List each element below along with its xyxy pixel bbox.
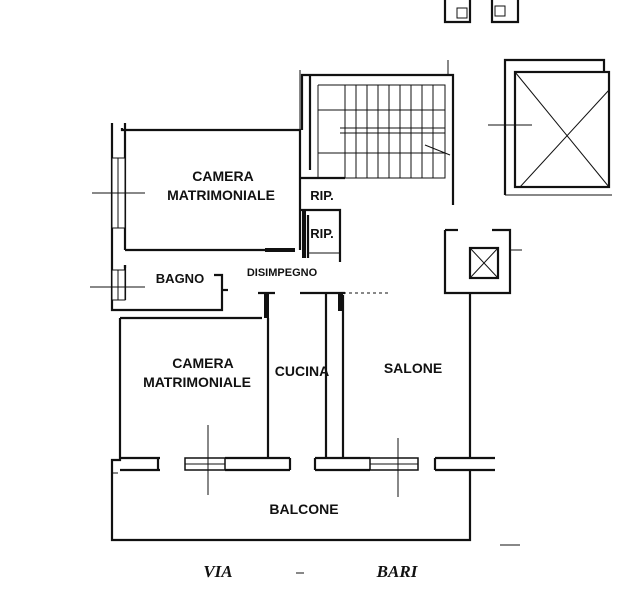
street-label-via: VIA bbox=[203, 562, 232, 581]
stair-treads bbox=[318, 85, 451, 178]
room-label-disimpegno: DISIMPEGNO bbox=[247, 267, 318, 279]
room-label-camera-bottom-line2: MATRIMONIALE bbox=[143, 374, 251, 390]
room-label-salone: SALONE bbox=[384, 360, 442, 376]
room-label-bagno: BAGNO bbox=[156, 271, 204, 286]
room-label-camera-top-line1: CAMERA bbox=[192, 168, 253, 184]
apartment-walls bbox=[90, 123, 520, 574]
lift-box bbox=[443, 228, 522, 295]
upper-stair-fragment bbox=[443, 0, 520, 24]
room-label-camera-bottom-line1: CAMERA bbox=[172, 355, 233, 371]
stairwell bbox=[299, 60, 455, 195]
elevator-shaft bbox=[488, 58, 612, 196]
room-label-camera-top-line2: MATRIMONIALE bbox=[167, 187, 275, 203]
room-label-rip-2: RIP. bbox=[310, 226, 334, 241]
room-label-cucina: CUCINA bbox=[275, 363, 329, 379]
room-label-balcone: BALCONE bbox=[269, 501, 338, 517]
room-label-rip-1: RIP. bbox=[310, 188, 334, 203]
street-label-bari: BARI bbox=[376, 562, 419, 581]
